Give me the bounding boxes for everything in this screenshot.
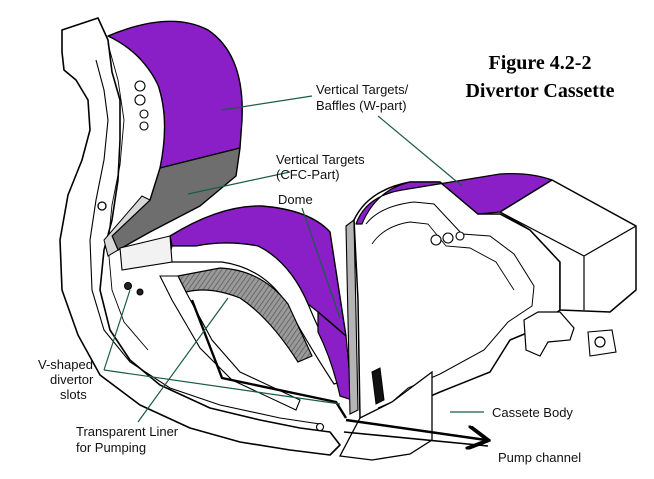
cassette-inner-rim-left-2: [107, 43, 149, 351]
pumping-flow-path: [190, 299, 348, 419]
mount-hole: [124, 282, 132, 290]
leader-v-slot-1: [103, 289, 131, 371]
mount-hole: [97, 201, 107, 211]
leader-vertical-targets-cfc: [187, 171, 291, 195]
support-bolt: [442, 232, 454, 244]
label-vertical-targets-cfc-1: Vertical Targets: [276, 152, 365, 167]
cassette-box-top-edge: [499, 211, 637, 310]
leader-vertical-targets-baffles: [221, 95, 313, 111]
label-transparent-liner-2: for Pumping: [76, 440, 147, 455]
support-bolt: [455, 231, 465, 241]
leader-liner: [137, 297, 229, 423]
cassette-box: [499, 179, 637, 313]
right-vertical-target-w-part: [355, 173, 553, 225]
label-vertical-targets-cfc-2: (CFC-Part): [276, 167, 340, 182]
support-bolt: [139, 109, 149, 119]
support-bolt: [430, 234, 442, 246]
pump-channel-arrow-lower: [343, 431, 489, 447]
right-shell-inner-rim: [365, 201, 535, 409]
label-dome: Dome: [278, 192, 313, 207]
mount-hole: [594, 336, 606, 348]
transparent-liner: [177, 267, 313, 363]
mount-hole: [315, 422, 325, 432]
cassette-outer-shell: [59, 17, 341, 456]
right-shell-inner-rim-2: [371, 221, 515, 291]
lower-slot: [371, 367, 385, 405]
figure-title: Divertor Cassette: [465, 80, 615, 102]
mount-hole: [136, 288, 144, 296]
label-cassette-body: Cassete Body: [492, 405, 573, 420]
cassette-inner-rim-left: [89, 59, 321, 425]
figure-number: Figure 4.2-2: [488, 52, 592, 74]
dome-right-w-segment: [317, 310, 353, 401]
support-bolt: [134, 94, 146, 106]
label-vertical-targets-baffles-1: Vertical Targets/: [316, 82, 409, 97]
label-v-shaped-slots-3: slots: [60, 387, 87, 402]
leader-right-baffle: [377, 115, 463, 187]
rear-lug: [587, 329, 617, 357]
cassette-box-fin: [523, 311, 575, 357]
left-target-edge-strip: [103, 195, 151, 257]
dome-support-strip: [119, 235, 173, 271]
support-bolt: [139, 121, 149, 131]
leader-dome: [301, 207, 341, 319]
leader-v-slot-2: [103, 369, 341, 405]
right-vertical-target-cfc-part: [345, 218, 359, 415]
left-vertical-target-w-part: [107, 20, 243, 169]
pump-channel-arrow: [345, 418, 486, 440]
label-transparent-liner-1: Transparent Liner: [76, 424, 179, 439]
label-pump-channel: Pump channel: [498, 450, 582, 465]
label-v-shaped-slots-2: divertor: [50, 372, 94, 387]
label-vertical-targets-baffles-2: Baffles (W-part): [316, 98, 407, 113]
support-bolt: [134, 80, 146, 92]
label-v-shaped-slots-1: V-shaped: [38, 357, 93, 372]
